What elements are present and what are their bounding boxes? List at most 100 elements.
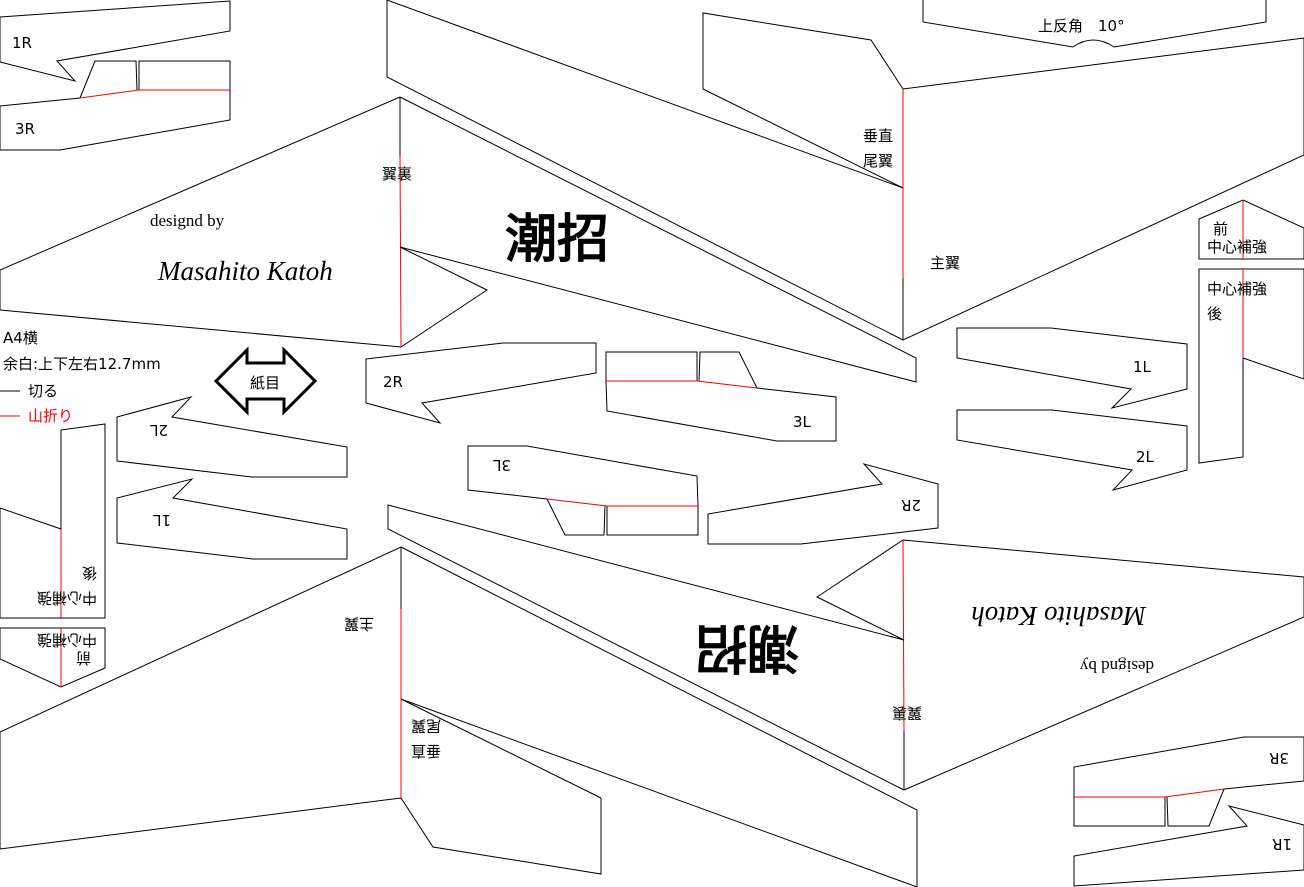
part-3l-outline xyxy=(467,445,699,507)
fold-line xyxy=(546,498,698,507)
main-wing-label: 主翼 xyxy=(344,615,374,633)
wing-back-label: 翼裏 xyxy=(382,165,412,183)
plane-title: 潮招 xyxy=(695,617,799,678)
wing-back-label: 翼裏 xyxy=(892,704,922,722)
part-3r-outline xyxy=(0,60,231,151)
fold-line xyxy=(606,380,758,389)
part-label-3r: 3R xyxy=(15,120,35,138)
reinforcement-outline xyxy=(1198,199,1304,260)
fold-line xyxy=(399,155,402,348)
tail-wing-edge xyxy=(400,698,602,799)
center-reinforce-label: 中心補強 xyxy=(1207,280,1267,298)
part-label-1l: 1L xyxy=(1133,358,1152,376)
front-center-reinforcement: 前 中心補強 xyxy=(0,627,106,688)
center-reinforce-label: 中心補強 xyxy=(1207,238,1267,256)
margin-label: 余白:上下左右12.7mm xyxy=(3,355,161,373)
paper-size-label: A4横 xyxy=(3,329,38,347)
main-wing-label: 主翼 xyxy=(930,254,960,272)
part-label-3l: 3L xyxy=(492,456,511,474)
part-3l: 3L xyxy=(605,351,837,442)
wing-edge xyxy=(902,539,1304,617)
double-arrow-icon xyxy=(213,346,318,416)
wing-edge xyxy=(386,0,904,341)
part-label-1r: 1R xyxy=(12,34,32,52)
center-reinforce-label: 中心補強 xyxy=(37,589,97,607)
part-2l: 2L xyxy=(116,396,348,478)
part-2r-outline xyxy=(707,463,939,545)
part-3r-tab xyxy=(1166,788,1225,827)
part-2l-outline xyxy=(956,409,1188,491)
dihedral-gauge-outline xyxy=(922,0,1267,48)
part-1r-outline xyxy=(0,0,231,82)
designed-by-label: designd by xyxy=(1079,657,1154,676)
tail-wing-edge xyxy=(0,546,602,875)
part-label-2l: 2L xyxy=(1136,448,1155,466)
vertical-tail-label-1: 垂直 xyxy=(411,742,441,760)
wing-edge xyxy=(903,616,1304,791)
part-label-2l: 2L xyxy=(149,421,168,439)
wing-edge xyxy=(0,270,402,348)
center-reinforce-label: 中心補強 xyxy=(37,631,97,649)
part-3l-tab xyxy=(546,498,606,536)
template-half: 1R 3R 翼裏 designd by Masahito Katoh 潮招 垂直… xyxy=(0,0,1304,491)
part-1l-outline xyxy=(116,478,348,560)
vertical-tail-label-2: 尾翼 xyxy=(863,152,893,170)
part-1l-outline xyxy=(956,327,1188,409)
wing-edge xyxy=(387,504,905,791)
template-half-rotated: 1R 3R 翼裏 designd by Masahito Katoh 潮招 垂直… xyxy=(0,396,1304,887)
designed-by-label: designd by xyxy=(150,211,225,230)
front-label: 前 xyxy=(76,649,91,667)
cut-legend-label: 切る xyxy=(28,382,58,400)
reinforcement-outline xyxy=(0,627,106,688)
part-2r: 2R xyxy=(707,463,939,545)
part-2r: 2R xyxy=(365,342,597,424)
legend: A4横 余白:上下左右12.7mm 切る 山折り xyxy=(0,329,161,425)
part-3l-tab xyxy=(698,351,758,389)
part-3l-tab xyxy=(605,351,698,381)
dihedral-label: 上反角 10° xyxy=(1038,17,1125,35)
wing-edge xyxy=(400,546,918,887)
wing-edge xyxy=(399,246,489,348)
main-wing-part: 翼裏 designd by Masahito Katoh 潮招 垂直 尾翼 主翼 xyxy=(0,504,1304,887)
part-2r-outline xyxy=(365,342,597,424)
vertical-tail-label-2: 尾翼 xyxy=(411,717,441,735)
fold-line xyxy=(902,539,905,732)
part-3l-outline xyxy=(605,380,837,442)
main-wing-part: 翼裏 designd by Masahito Katoh 潮招 垂直 尾翼 主翼 xyxy=(0,0,1304,383)
plane-title: 潮招 xyxy=(505,209,609,270)
part-3l-tab xyxy=(606,506,699,536)
fold-line xyxy=(79,89,230,99)
author-name: Masahito Katoh xyxy=(157,256,333,286)
rear-center-reinforcement: 中心補強 後 xyxy=(0,423,106,619)
part-3r-tab xyxy=(79,60,138,99)
part-2l-outline xyxy=(116,396,348,478)
rear-label: 後 xyxy=(82,564,97,582)
vertical-tail-label-1: 垂直 xyxy=(863,127,893,145)
part-1l: 1L xyxy=(116,478,348,560)
wing-edge xyxy=(399,96,917,383)
part-label-3r: 3R xyxy=(1269,749,1289,767)
front-label: 前 xyxy=(1213,220,1228,238)
rear-label: 後 xyxy=(1207,305,1222,323)
front-center-reinforcement: 前 中心補強 xyxy=(1198,199,1304,260)
wing-edge xyxy=(0,96,401,271)
dihedral-gauge: 上反角 10° xyxy=(922,0,1267,48)
tail-wing-edge xyxy=(702,12,1304,341)
wing-edge xyxy=(815,539,905,641)
part-1r-3r: 1R 3R xyxy=(0,0,231,151)
part-label-1r: 1R xyxy=(1272,835,1292,853)
part-2l: 2L xyxy=(956,409,1188,491)
part-label-3l: 3L xyxy=(793,413,812,431)
part-1r-outline xyxy=(1073,805,1304,887)
part-1l: 1L xyxy=(956,327,1188,409)
part-3l: 3L xyxy=(467,445,699,536)
part-label-1l: 1L xyxy=(152,511,171,529)
part-label-2r: 2R xyxy=(901,496,921,514)
reinforcement-outline xyxy=(0,423,106,619)
grain-label: 紙目 xyxy=(250,374,280,392)
part-3r-outline xyxy=(1073,736,1304,827)
tail-wing-edge xyxy=(702,88,904,189)
grain-direction-arrow: 紙目 xyxy=(213,346,318,416)
fold-line xyxy=(1074,788,1225,798)
